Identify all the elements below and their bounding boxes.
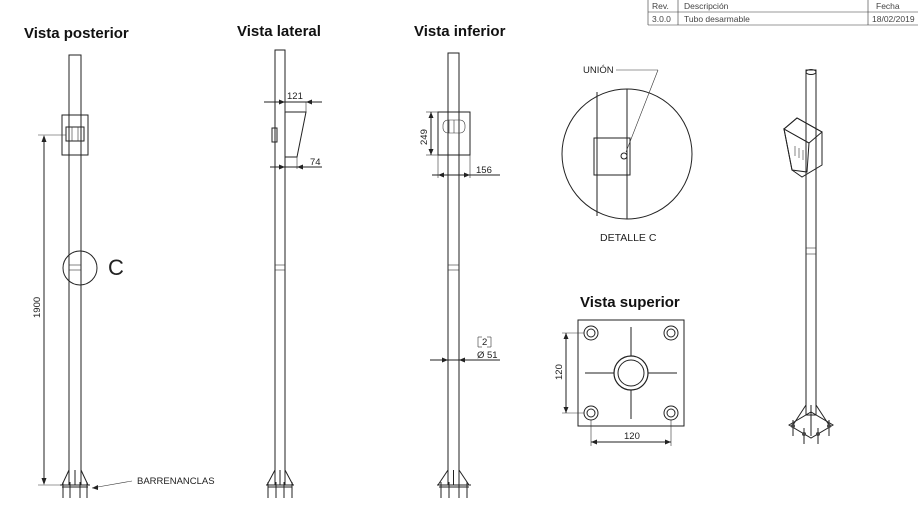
dim-box-depth-bottom: 74 xyxy=(310,157,321,168)
top-view: 120 120 xyxy=(554,319,685,446)
title-vista-superior: Vista superior xyxy=(580,294,680,311)
rev-header: Rev. xyxy=(652,1,669,11)
dim-box-depth-top: 121 xyxy=(287,91,303,102)
label-barrenanclas: BARRENANCLAS xyxy=(137,476,215,487)
dim-height: 1900 xyxy=(32,297,43,318)
revision-table: Rev. Descripción Fecha 3.0.0 Tubo desarm… xyxy=(647,0,918,26)
dim-box-height: 249 xyxy=(419,129,430,145)
detail-c-marker: C xyxy=(108,255,124,280)
dim-diameter: Ø 51 xyxy=(477,350,498,361)
dim-base-vertical: 120 xyxy=(554,364,565,380)
date-value: 18/02/2019 xyxy=(872,14,915,24)
dim-box-width: 156 xyxy=(476,165,492,176)
title-vista-posterior: Vista posterior xyxy=(24,25,129,42)
dim-base-horizontal: 120 xyxy=(624,431,640,442)
side-view: 121 74 xyxy=(264,49,322,498)
dim-thickness: 2 xyxy=(482,337,487,348)
description-header: Descripción xyxy=(684,1,729,11)
label-detalle-c: DETALLE C xyxy=(600,232,657,244)
rev-value: 3.0.0 xyxy=(652,14,671,24)
rear-view: 1900 C BARRENANCLAS xyxy=(32,54,215,498)
front-view: 249 156 2 Ø 51 xyxy=(419,52,500,498)
isometric-view xyxy=(783,69,834,444)
detail-c: UNIÓN DETALLE C xyxy=(561,65,693,244)
label-union: UNIÓN xyxy=(583,65,614,76)
title-vista-inferior: Vista inferior xyxy=(414,23,506,40)
title-vista-lateral: Vista lateral xyxy=(237,23,321,40)
description-value: Tubo desarmable xyxy=(684,14,750,24)
date-header: Fecha xyxy=(876,1,900,11)
